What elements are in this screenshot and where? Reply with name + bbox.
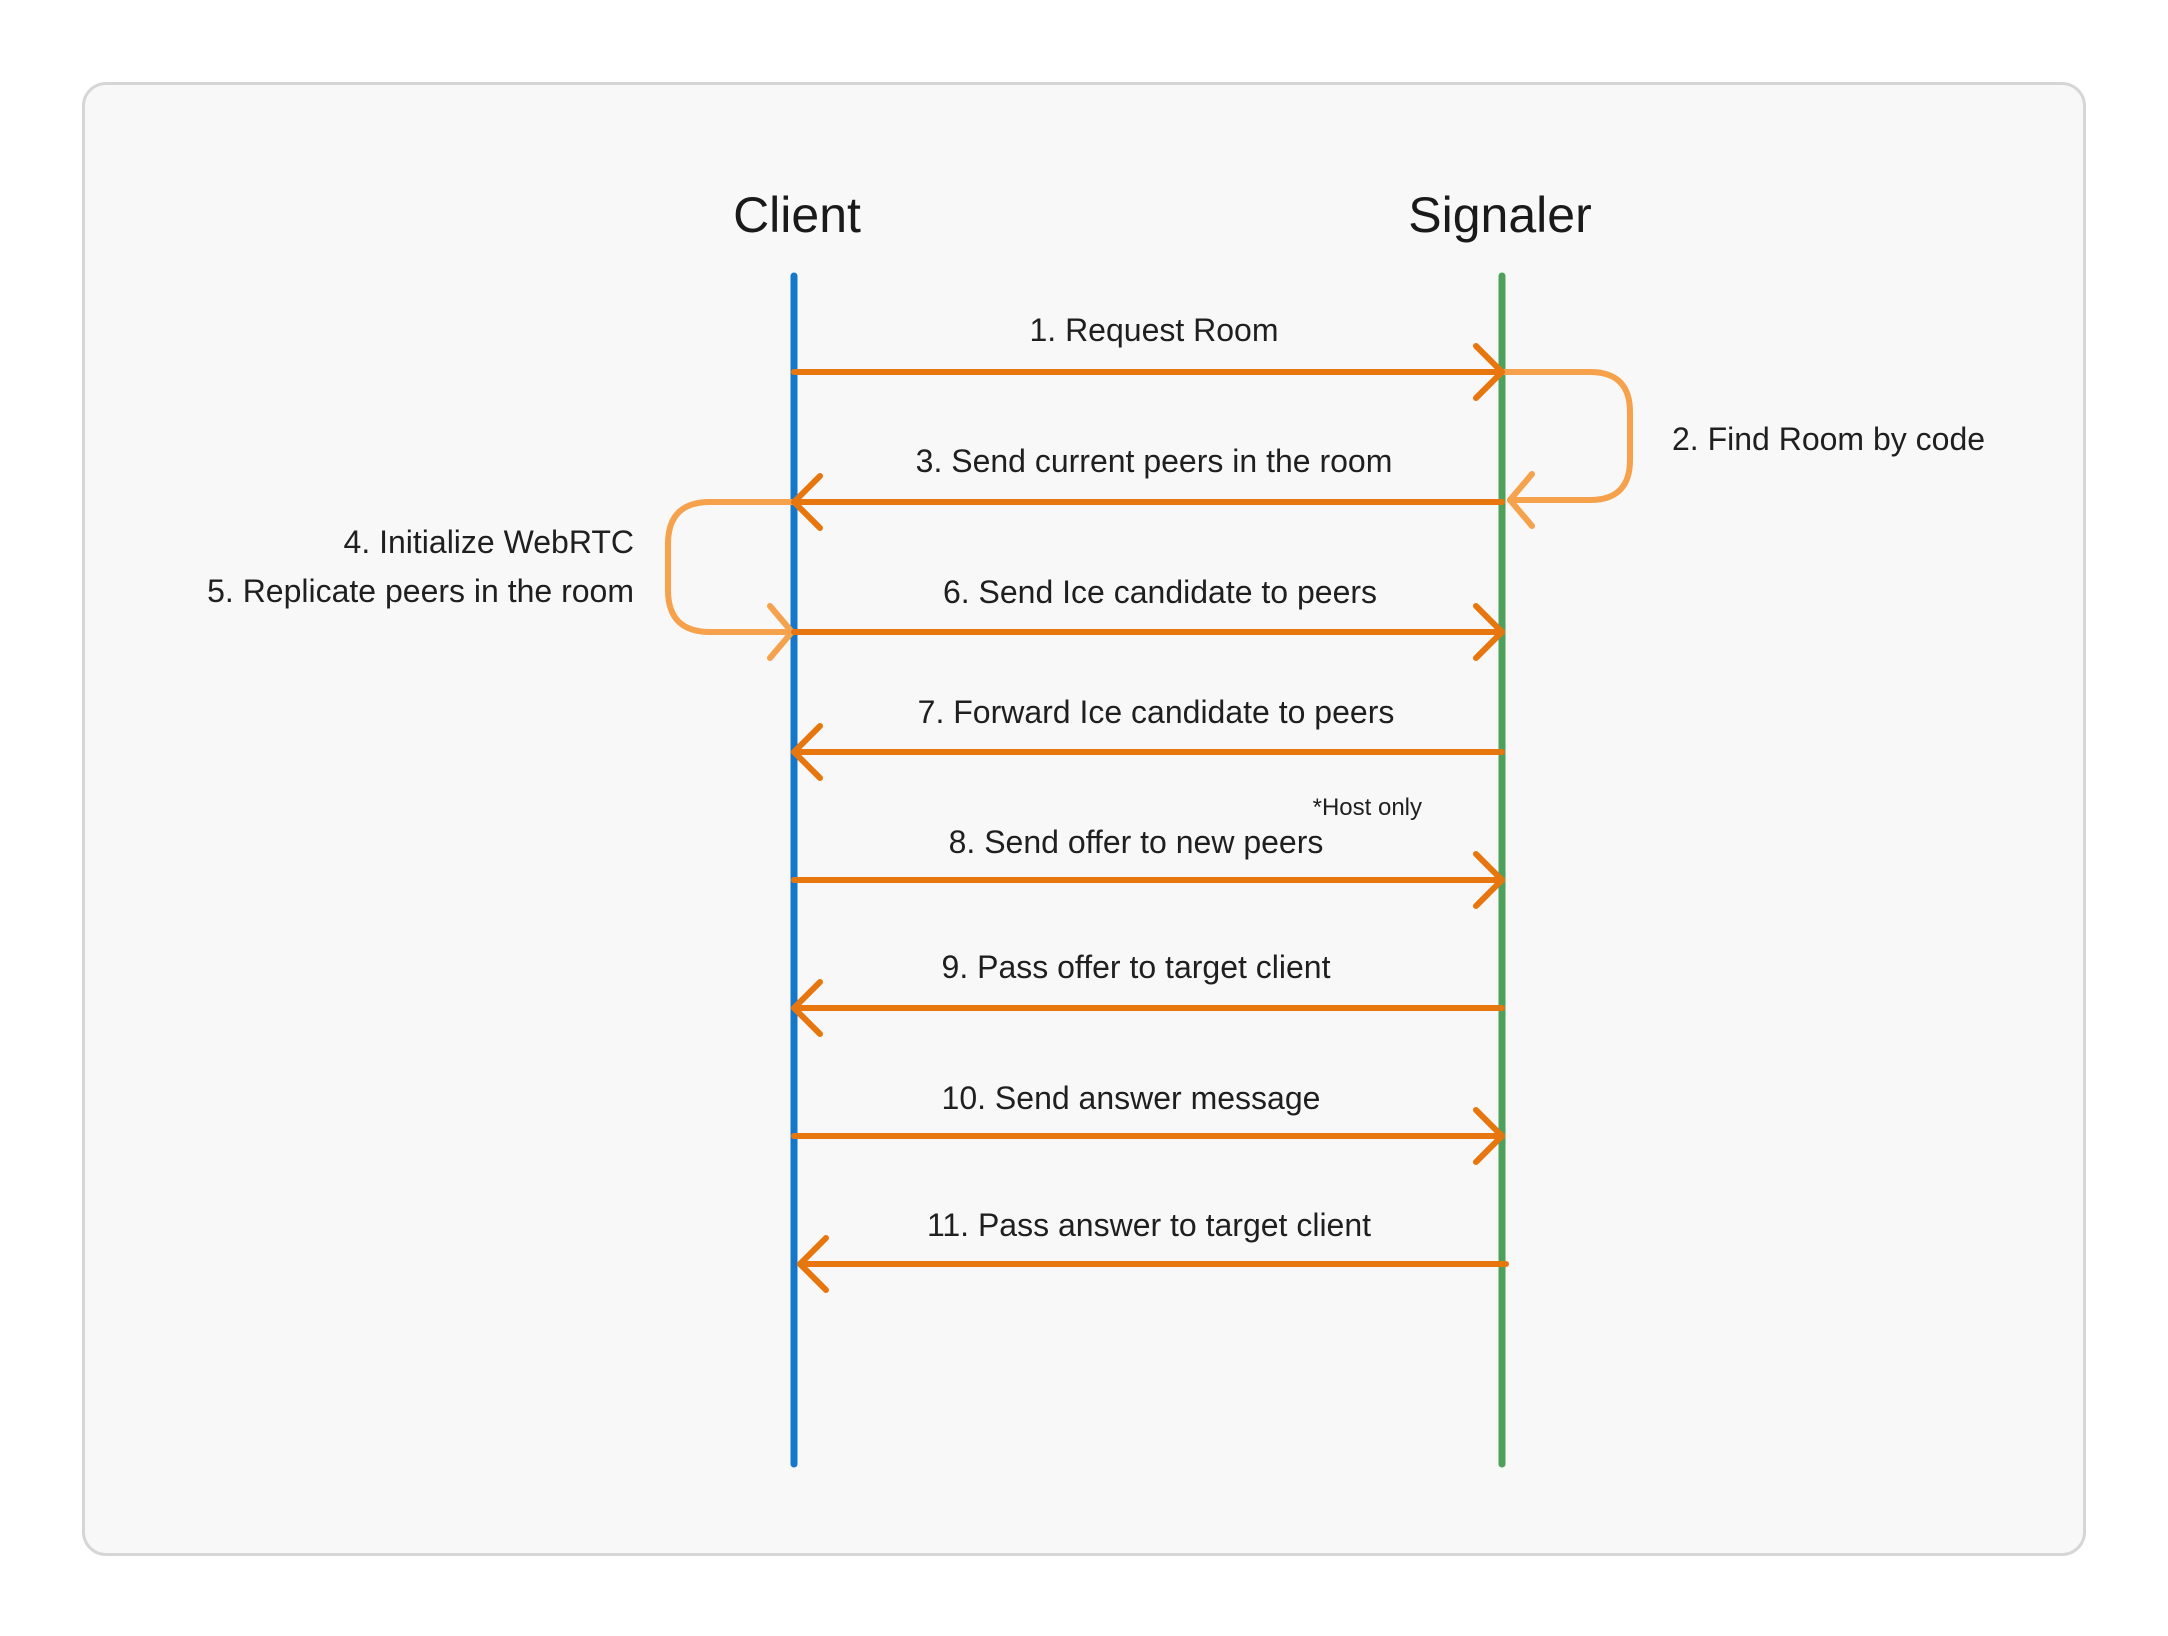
self-step-5-label: 5. Replicate peers in the room xyxy=(207,573,634,609)
actor-client-label: Client xyxy=(733,187,861,243)
message-8-note: *Host only xyxy=(1313,794,1422,821)
message-9: 9. Pass offer to target client xyxy=(791,949,1505,1037)
self-step-45-loop xyxy=(665,499,797,635)
message-9-arrowhead xyxy=(791,979,823,1037)
message-8-label: 8. Send offer to new peers xyxy=(949,824,1324,860)
message-1-label: 1. Request Room xyxy=(1029,312,1278,348)
actor-signaler-label: Signaler xyxy=(1408,187,1591,243)
self-step-2-loop xyxy=(1499,369,1633,503)
diagram-frame xyxy=(82,82,2086,1556)
self-step-2-label: 2. Find Room by code xyxy=(1672,421,1985,457)
message-9-label: 9. Pass offer to target client xyxy=(942,949,1331,985)
message-7: 7. Forward Ice candidate to peers xyxy=(791,694,1505,781)
message-3: 3. Send current peers in the room xyxy=(791,443,1505,531)
message-10: 10. Send answer message xyxy=(791,1080,1505,1165)
message-3-label: 3. Send current peers in the room xyxy=(916,443,1393,479)
self-step-4-label: 4. Initialize WebRTC xyxy=(344,524,634,560)
message-7-arrowhead xyxy=(791,723,823,781)
message-8: *Host only 8. Send offer to new peers xyxy=(791,794,1505,909)
message-6-arrowhead xyxy=(1473,603,1505,661)
message-11-arrowhead xyxy=(797,1235,829,1293)
message-8-arrowhead xyxy=(1473,851,1505,909)
message-1: 1. Request Room xyxy=(791,312,1505,401)
message-10-arrowhead xyxy=(1473,1107,1505,1165)
message-10-label: 10. Send answer message xyxy=(942,1080,1321,1116)
message-3-arrowhead xyxy=(791,473,823,531)
message-11-label: 11. Pass answer to target client xyxy=(927,1207,1371,1243)
message-6: 6. Send Ice candidate to peers xyxy=(791,574,1505,661)
message-6-label: 6. Send Ice candidate to peers xyxy=(943,574,1377,610)
message-11: 11. Pass answer to target client xyxy=(797,1207,1509,1293)
message-7-label: 7. Forward Ice candidate to peers xyxy=(918,694,1395,730)
message-1-arrowhead xyxy=(1473,343,1505,401)
self-step-2-arrowhead xyxy=(1507,471,1535,529)
